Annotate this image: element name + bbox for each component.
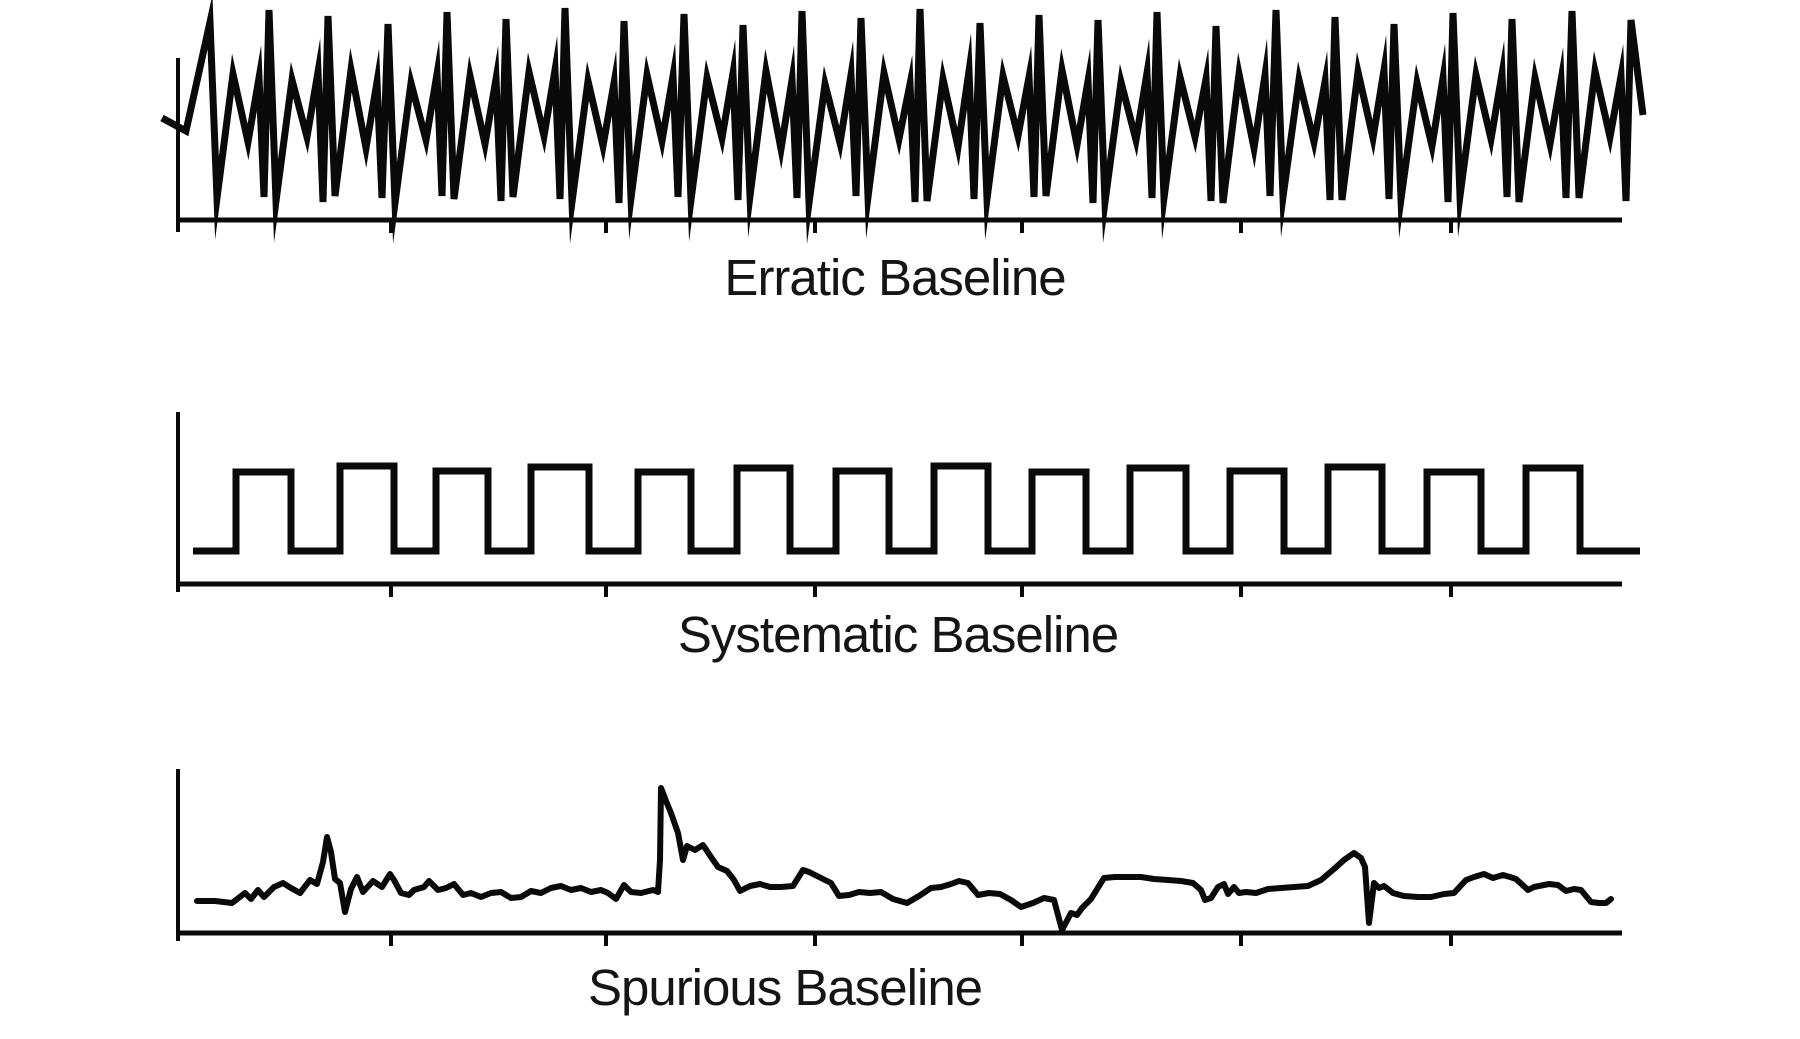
- erratic-waveform: [160, 0, 1647, 245]
- panel-label-erratic: Erratic Baseline: [724, 249, 1066, 306]
- spurious-waveform: [194, 785, 1614, 933]
- panel-label-systematic: Systematic Baseline: [677, 606, 1119, 663]
- systematic-waveform: [193, 462, 1640, 555]
- panel-label-spurious: Spurious Baseline: [587, 959, 983, 1016]
